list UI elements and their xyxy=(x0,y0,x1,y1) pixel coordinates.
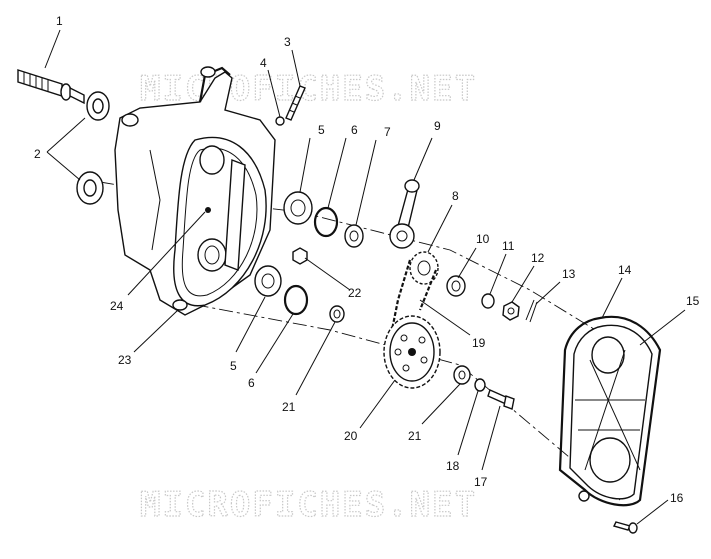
part-seal-7 xyxy=(344,224,364,248)
part-washer-21-upper xyxy=(329,305,345,323)
callout-2: 2 xyxy=(34,147,41,161)
part-washer-18 xyxy=(474,378,486,392)
callout-23: 23 xyxy=(118,353,132,367)
callout-22: 22 xyxy=(348,286,362,300)
callout-20: 20 xyxy=(344,429,358,443)
part-drive-chain xyxy=(390,259,438,331)
callout-5-upper: 5 xyxy=(318,123,325,137)
part-input-shaft xyxy=(17,69,85,105)
callout-21-lower: 21 xyxy=(408,429,422,443)
callout-16: 16 xyxy=(670,491,684,505)
part-bearing-lower xyxy=(254,265,282,297)
part-bolt-top xyxy=(285,85,306,121)
part-seal-upper xyxy=(86,91,110,121)
callout-6-upper: 6 xyxy=(351,123,358,137)
part-washer-10 xyxy=(446,275,466,297)
callout-3: 3 xyxy=(284,35,291,49)
callout-14: 14 xyxy=(618,263,632,277)
callout-12: 12 xyxy=(531,251,545,265)
callout-10: 10 xyxy=(476,232,490,246)
part-oring-lower xyxy=(283,284,309,316)
part-bearing-upper xyxy=(283,191,313,225)
part-bolt-17 xyxy=(487,389,515,410)
callout-6-lower: 6 xyxy=(248,376,255,390)
part-cover-gasket xyxy=(558,315,662,507)
part-chaincase-housing xyxy=(114,66,276,316)
callout-21-upper: 21 xyxy=(282,400,296,414)
part-small-sprocket xyxy=(409,251,439,285)
part-large-sprocket xyxy=(383,315,441,389)
part-chaincase-cover xyxy=(569,324,653,502)
part-nut-12 xyxy=(502,301,520,321)
part-seal-lower xyxy=(76,171,104,205)
watermark-bottom: MICROFICHES.NET xyxy=(140,485,477,525)
callout-15: 15 xyxy=(686,294,700,308)
callout-19: 19 xyxy=(472,336,486,350)
callout-11: 11 xyxy=(502,239,515,253)
callout-17: 17 xyxy=(474,475,488,489)
callout-4: 4 xyxy=(260,56,267,70)
part-cotter-pin xyxy=(525,299,538,323)
callout-8: 8 xyxy=(452,189,459,203)
callout-24: 24 xyxy=(110,299,124,313)
callout-9: 9 xyxy=(434,119,441,133)
part-washer-top xyxy=(275,116,285,126)
callout-13: 13 xyxy=(562,267,576,281)
callout-7: 7 xyxy=(384,125,391,139)
part-washer-21-lower xyxy=(453,365,471,385)
part-nut-22 xyxy=(292,247,308,265)
callout-5-lower: 5 xyxy=(230,359,237,373)
callout-1: 1 xyxy=(56,14,63,28)
callout-18: 18 xyxy=(446,459,460,473)
part-oring-upper xyxy=(313,206,339,238)
part-cover-screw xyxy=(612,521,638,534)
part-tensioner-arm xyxy=(389,179,420,249)
leader-lines xyxy=(44,29,686,525)
part-washer-11 xyxy=(481,293,495,309)
